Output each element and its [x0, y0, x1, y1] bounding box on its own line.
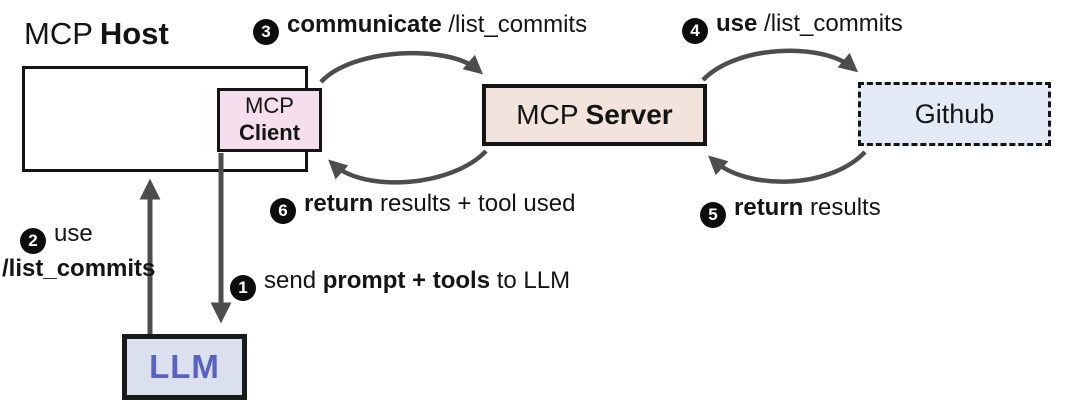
step-3-text: communicate /list_commits	[287, 11, 588, 38]
step-3-label: 3 communicate /list_commits	[253, 10, 587, 45]
llm-label: LLM	[149, 348, 220, 385]
mcp-server-label-regular: MCP	[516, 99, 579, 130]
step-3-number-badge: 3	[253, 18, 279, 45]
arrow-server-to-client	[328, 149, 488, 185]
step-1-label: 1 send prompt + tools to LLM	[230, 266, 570, 301]
step-4-text: use /list_commits	[716, 10, 903, 37]
step-6-label: 6 return results + tool used	[270, 189, 575, 224]
step-4-label: 4 use /list_commits	[682, 9, 903, 44]
step-2-text: use/list_commits	[2, 220, 156, 282]
arrow-client-to-server	[319, 50, 484, 84]
mcp-client-label-line1: MCP	[245, 93, 294, 119]
step-5-text: return results	[734, 194, 881, 221]
arrow-github-to-server	[708, 150, 867, 184]
step-6-text: return results + tool used	[304, 190, 576, 217]
mcp-client-box: MCP Client	[217, 88, 322, 152]
mcp-server-label-bold: Server	[585, 99, 673, 130]
title-bold-part: Host	[99, 16, 169, 51]
step-1-text: send prompt + tools to LLM	[264, 267, 571, 294]
step-5-number-badge: 5	[700, 201, 726, 228]
llm-box: LLM	[122, 334, 247, 400]
arrow-server-to-github	[701, 48, 859, 82]
step-4-number-badge: 4	[682, 17, 708, 44]
github-label: Github	[914, 98, 995, 129]
step-2-number-badge: 2	[20, 227, 46, 254]
step-1-number-badge: 1	[230, 274, 256, 301]
github-box: Github	[858, 82, 1051, 146]
step-6-number-badge: 6	[270, 197, 296, 224]
title-regular-part: MCP	[24, 16, 93, 51]
mcp-client-label-line2: Client	[238, 120, 301, 145]
step-5-label: 5 return results	[700, 193, 881, 228]
